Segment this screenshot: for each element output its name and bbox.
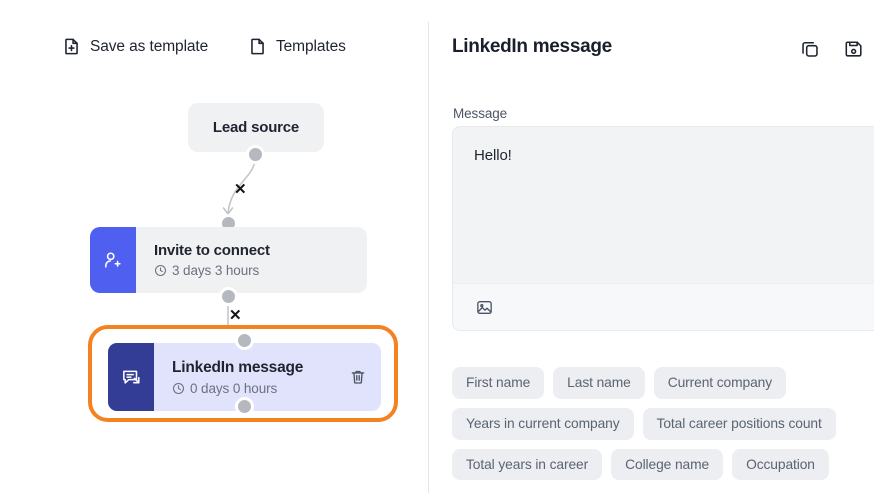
variable-chip-total-career-positions-count[interactable]: Total career positions count [642,407,836,440]
trash-icon[interactable] [349,368,367,386]
variable-chip-college-name[interactable]: College name [611,448,724,481]
flow-node-duration-label: 0 days 0 hours [190,380,278,396]
templates-button[interactable]: Templates [248,37,346,56]
page-title: LinkedIn message [452,36,612,57]
clock-icon [154,264,167,277]
image-icon[interactable] [475,298,494,317]
message-input[interactable]: Hello! [474,147,512,164]
panel-divider [428,22,429,493]
variable-chip-total-years-in-career[interactable]: Total years in career [452,448,603,481]
message-editor[interactable]: Hello! [452,126,874,331]
node-port-linkedin-in[interactable] [234,330,254,350]
variable-chip-current-company[interactable]: Current company [653,367,787,399]
flow-node-linkedin-message-selected[interactable]: LinkedIn message 0 days 0 hours [88,325,398,422]
variable-chip-last-name[interactable]: Last name [553,367,645,399]
flow-toolbar: Save as template Templates [0,0,428,92]
flow-node-delay: 3 days 3 hours [154,263,367,278]
copy-icon[interactable] [799,38,821,60]
flow-builder-panel: Save as template Templates Lead source ✕ [0,0,428,493]
flow-node-title: LinkedIn message [172,359,304,377]
node-port-invite-out[interactable] [218,286,238,306]
connector-delete-icon-1[interactable]: ✕ [234,181,247,198]
flow-node-title: Invite to connect [154,241,270,259]
user-plus-icon [90,227,136,293]
node-port-lead-source-out[interactable] [245,144,265,164]
variable-chip-years-in-current-company[interactable]: Years in current company [452,407,634,440]
flow-node-body: Invite to connect 3 days 3 hours [136,227,367,293]
node-settings-panel: LinkedIn message Message Hello! [429,0,874,493]
save-as-template-label: Save as template [90,37,209,55]
clock-icon [172,382,185,395]
flow-node-lead-source[interactable]: Lead source [188,103,324,152]
node-port-linkedin-out[interactable] [234,396,254,416]
templates-label: Templates [276,37,346,55]
message-field-label: Message [453,106,508,121]
connector-delete-icon-2[interactable]: ✕ [229,307,242,324]
floppy-disk-save-icon[interactable] [843,38,865,60]
flow-node-delay: 0 days 0 hours [172,381,381,396]
flow-node-body: LinkedIn message 0 days 0 hours [154,343,381,411]
variable-chip-first-name[interactable]: First name [452,367,545,399]
variable-chip-occupation[interactable]: Occupation [732,448,829,481]
save-as-template-button[interactable]: Save as template [62,37,208,56]
flow-canvas[interactable]: Lead source ✕ Invite to connect [0,92,428,493]
panel-header: LinkedIn message [429,0,874,78]
flow-node-duration-label: 3 days 3 hours [172,263,260,279]
file-icon [248,37,267,56]
flow-node-invite-to-connect[interactable]: Invite to connect 3 days 3 hours [90,227,367,293]
variable-chip-list: First name Last name Current company Yea… [452,367,872,481]
file-plus-icon [62,37,81,56]
message-editor-toolbar [453,283,874,330]
flow-node-title: Lead source [212,119,300,136]
message-send-icon [108,343,154,411]
